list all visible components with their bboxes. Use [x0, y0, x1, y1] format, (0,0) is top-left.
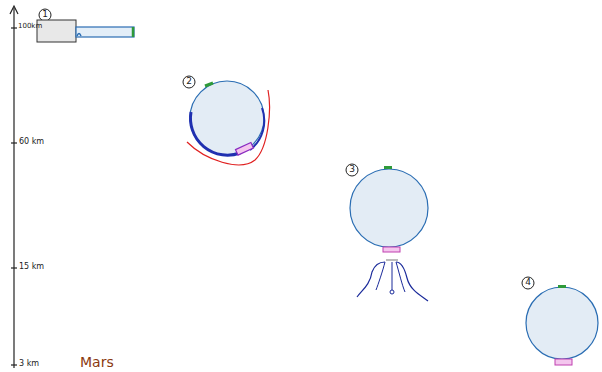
- axis-tick-label: 3 km: [19, 360, 39, 369]
- callout-number: 4: [525, 278, 531, 288]
- planet-label: Mars: [80, 355, 114, 370]
- parachute-capsule: [350, 166, 428, 301]
- axis-tick-label: 100km: [18, 23, 42, 31]
- cruise-stage: [37, 20, 134, 42]
- axis-tick-label: 15 km: [19, 263, 44, 272]
- callout-number: 1: [42, 10, 48, 20]
- altitude-axis: [10, 6, 18, 368]
- entry-capsule: [187, 81, 269, 165]
- callout-number: 2: [186, 77, 192, 87]
- callout-circles: [39, 9, 534, 289]
- axis-tick-label: 60 km: [19, 138, 44, 147]
- callout-number: 3: [349, 165, 355, 175]
- landing-capsule: [526, 285, 598, 365]
